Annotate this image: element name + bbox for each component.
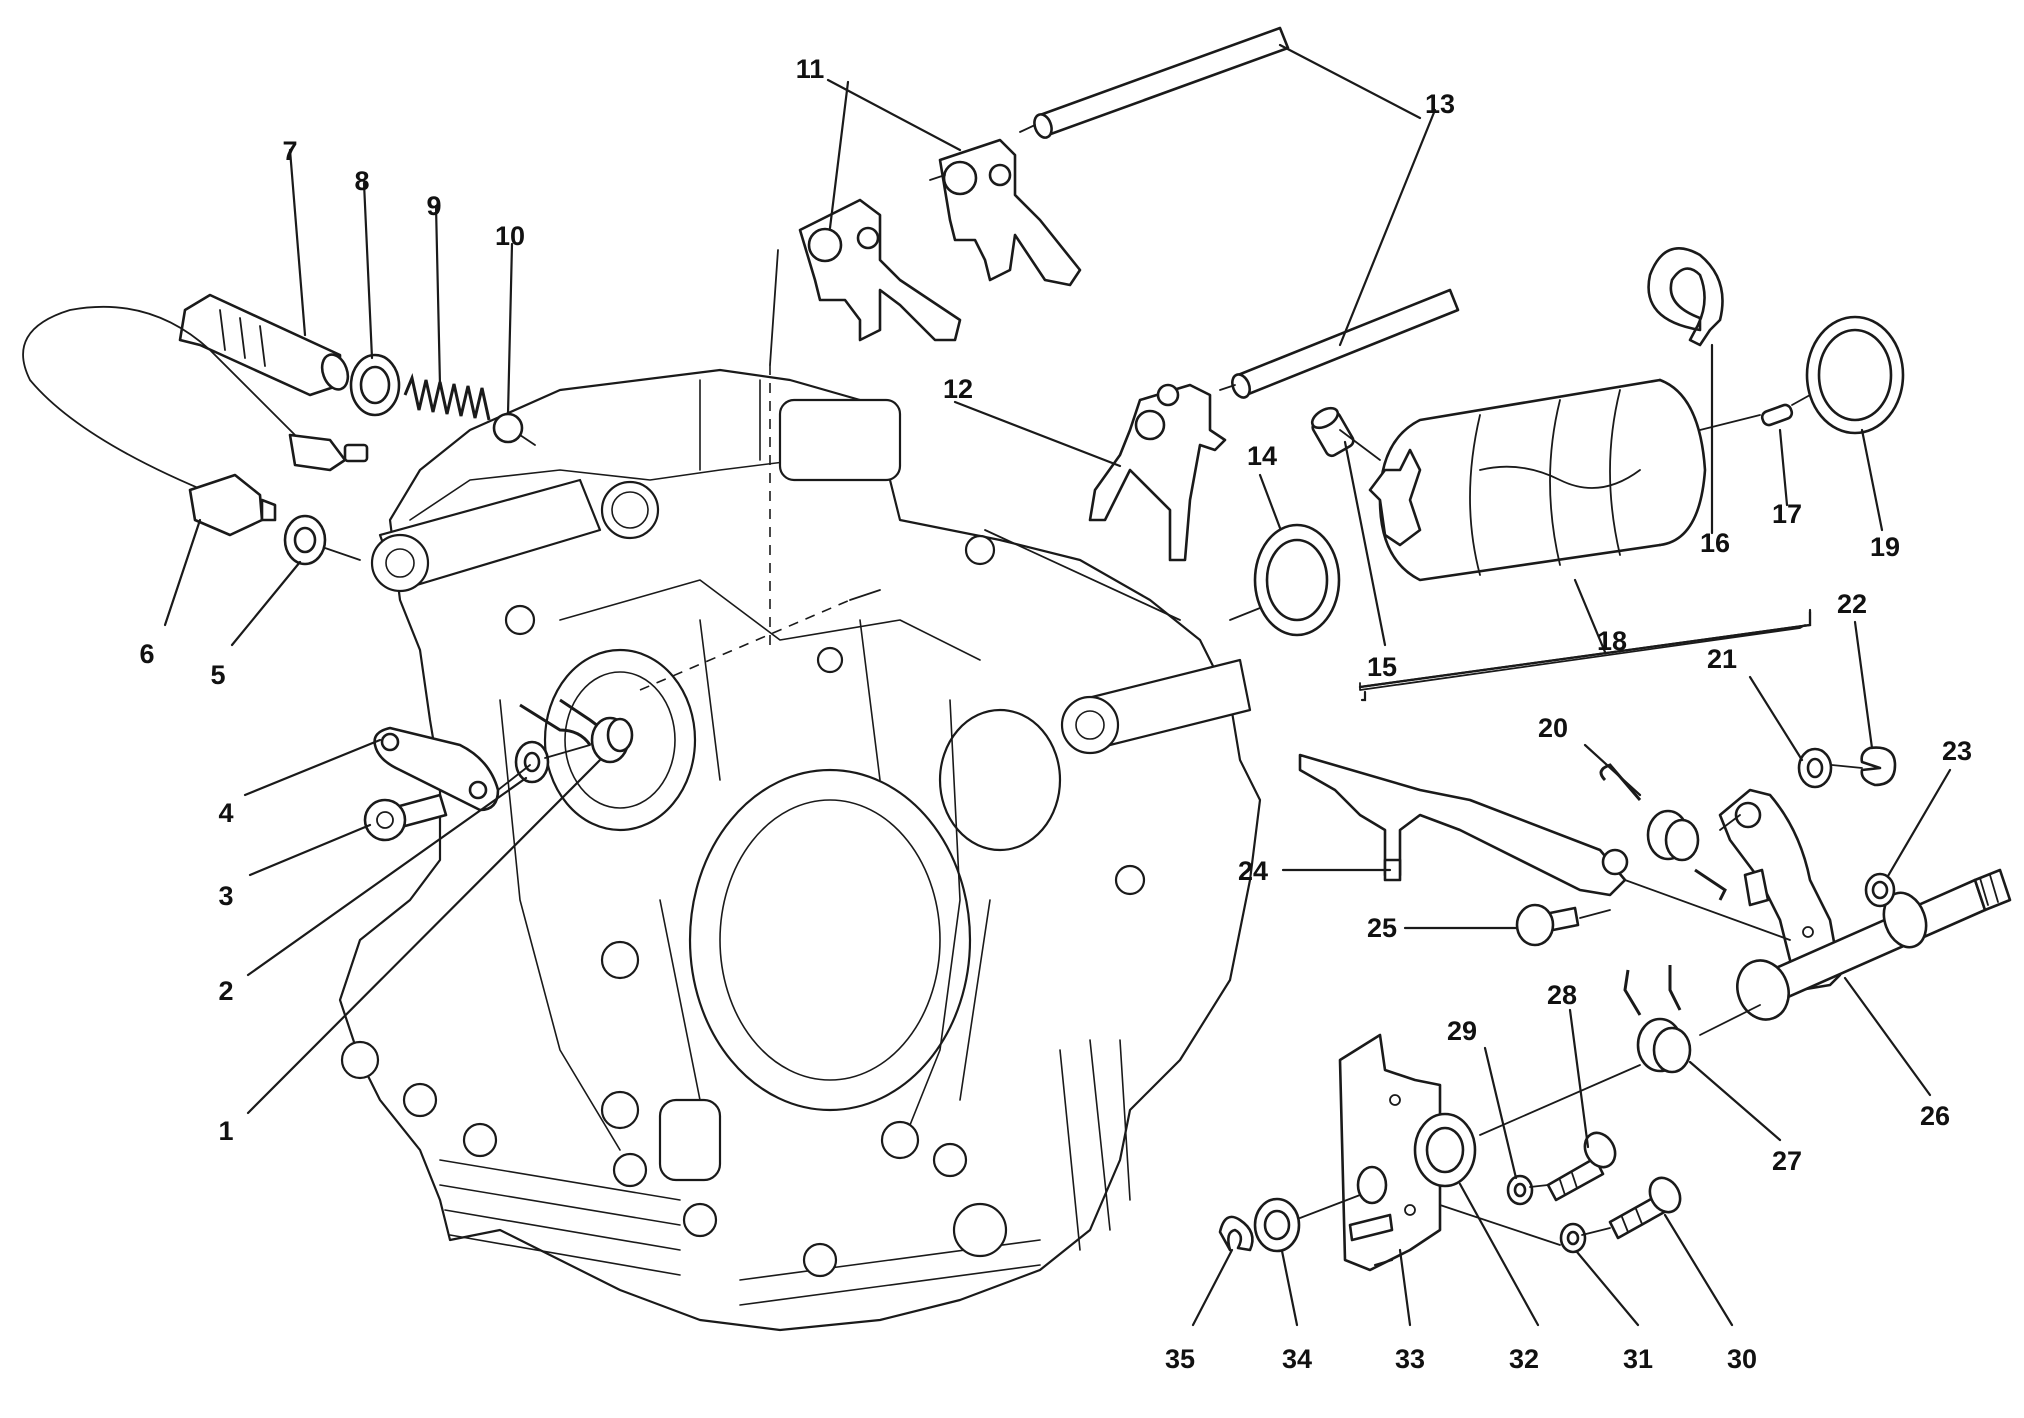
shift-lever-24 [1298, 753, 1629, 897]
washer-34 [1253, 1197, 1301, 1253]
callout-29: 29 [1447, 1016, 1477, 1046]
detent-plug [178, 293, 350, 397]
callout-20: 20 [1538, 713, 1568, 743]
callout-9: 9 [426, 191, 441, 221]
e-clip-22 [1860, 746, 1897, 787]
dowel-pin-17 [1760, 403, 1794, 427]
drum-assembly-bracket [1358, 610, 1812, 702]
washer-21 [1797, 747, 1833, 789]
callout-24: 24 [1238, 856, 1268, 886]
washer-31 [1559, 1222, 1587, 1254]
crankcase-half [338, 368, 1262, 1332]
washer-5 [283, 514, 327, 566]
spring-27 [1623, 965, 1692, 1074]
callout-25: 25 [1367, 913, 1397, 943]
washer-2 [514, 740, 550, 784]
callout-11: 11 [796, 54, 825, 84]
screw-3 [363, 793, 448, 842]
drum-pin [1310, 406, 1355, 458]
screw-30 [1608, 1176, 1682, 1240]
callout-15: 15 [1367, 652, 1397, 682]
shift-shaft [1718, 788, 2012, 1021]
selector-fork-12 [1088, 383, 1227, 562]
callout-labels: 1 2 3 4 5 6 7 8 9 10 11 12 13 14 15 16 1… [139, 54, 1972, 1374]
return-spring [519, 698, 634, 764]
selector-drum [1368, 378, 1707, 582]
callout-32: 32 [1509, 1344, 1539, 1374]
callout-26: 26 [1920, 1101, 1950, 1131]
screw-28 [1546, 1131, 1617, 1202]
callout-28: 28 [1547, 980, 1577, 1010]
callout-35: 35 [1165, 1344, 1195, 1374]
callout-22: 22 [1837, 589, 1867, 619]
selector-fork-shafts [1033, 26, 1460, 399]
callout-23: 23 [1942, 736, 1972, 766]
screw-25 [1515, 903, 1580, 947]
callout-31: 31 [1623, 1344, 1653, 1374]
callout-13: 13 [1425, 89, 1455, 119]
callout-19: 19 [1870, 532, 1900, 562]
callout-17: 17 [1772, 499, 1802, 529]
callout-30: 30 [1727, 1344, 1757, 1374]
circlip-16 [1647, 247, 1724, 347]
callout-18: 18 [1597, 626, 1627, 656]
detent-ball [492, 412, 524, 444]
callout-21: 21 [1707, 644, 1737, 674]
callout-34: 34 [1282, 1344, 1312, 1374]
bush-23 [1864, 872, 1896, 908]
neutral-sensor [22, 305, 369, 537]
callout-6: 6 [139, 639, 154, 669]
washer-32 [1413, 1112, 1477, 1188]
clip-35 [1218, 1215, 1254, 1252]
callout-16: 16 [1700, 528, 1730, 558]
callout-33: 33 [1395, 1344, 1425, 1374]
callout-12: 12 [943, 374, 973, 404]
callout-14: 14 [1247, 441, 1277, 471]
callout-27: 27 [1772, 1146, 1802, 1176]
callout-2: 2 [218, 976, 233, 1006]
callout-7: 7 [282, 136, 297, 166]
callout-3: 3 [218, 881, 233, 911]
washer-19 [1805, 315, 1905, 435]
spring-20 [1599, 763, 1727, 901]
callout-10: 10 [495, 221, 525, 251]
washer-14 [1253, 523, 1341, 637]
assembly-lines [324, 124, 1863, 1246]
selector-forks [798, 138, 1082, 342]
callout-4: 4 [218, 798, 233, 828]
callout-8: 8 [354, 166, 369, 196]
washer-29 [1506, 1174, 1534, 1206]
callout-5: 5 [210, 660, 225, 690]
callout-1: 1 [218, 1116, 233, 1146]
detent-spring [403, 372, 491, 421]
washer-8 [349, 353, 401, 417]
